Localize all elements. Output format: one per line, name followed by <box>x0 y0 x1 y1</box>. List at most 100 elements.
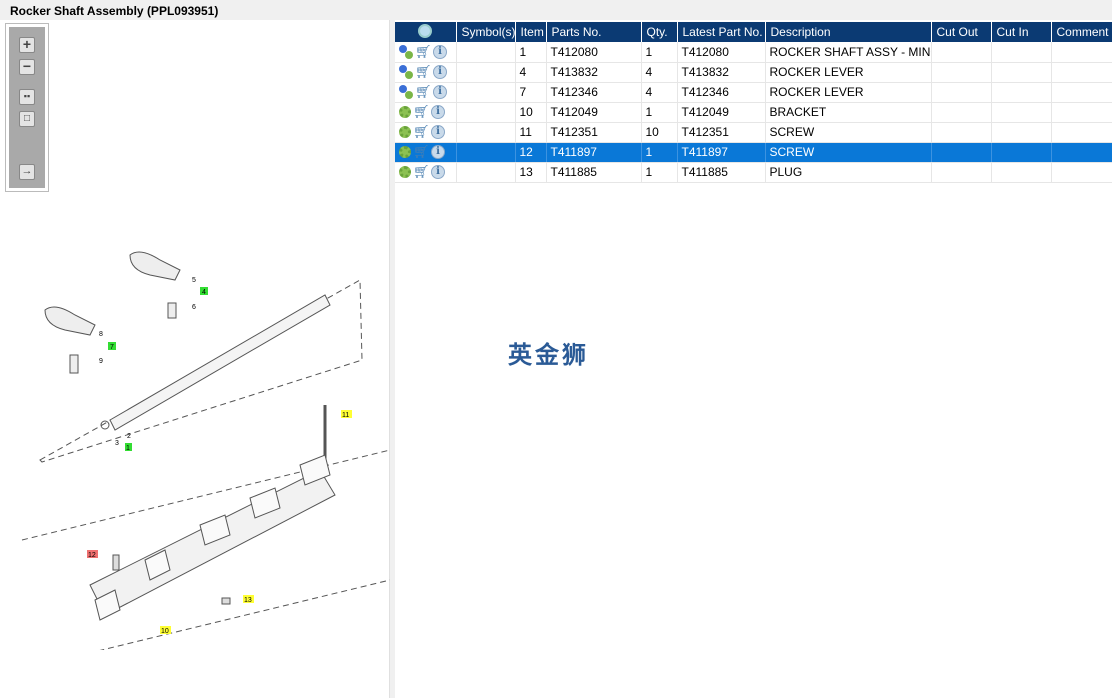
callout-7[interactable]: 7 <box>110 344 114 351</box>
info-icon[interactable]: i <box>431 105 445 120</box>
cart-icon[interactable]: 🛒︎ <box>413 104 430 120</box>
row-actions: 🛒︎i <box>395 122 457 143</box>
comment-cell[interactable] <box>1051 62 1112 83</box>
info-icon[interactable]: i <box>433 85 447 100</box>
fit-window-button[interactable]: □ <box>19 111 35 127</box>
column-header[interactable]: Cut Out <box>931 22 992 42</box>
cut-in-cell <box>991 62 1052 83</box>
comment-cell[interactable] <box>1051 162 1112 183</box>
column-header-search[interactable] <box>395 22 457 42</box>
cut-out-cell <box>931 102 992 123</box>
description-cell: ROCKER LEVER <box>765 62 932 83</box>
callout-13[interactable]: 13 <box>244 597 252 604</box>
callout-12[interactable]: 12 <box>88 552 96 559</box>
description-cell: BRACKET <box>765 102 932 123</box>
column-header[interactable]: Parts No. <box>546 22 642 42</box>
search-icon[interactable] <box>418 23 433 38</box>
table-row[interactable]: 🛒︎i 1 T412080 1 T412080 ROCKER SHAFT ASS… <box>395 42 1112 63</box>
item-cell: 4 <box>515 62 547 83</box>
gear-icon[interactable] <box>399 126 411 139</box>
gear-icon[interactable] <box>399 146 411 159</box>
column-header[interactable]: Latest Part No. <box>677 22 766 42</box>
table-row[interactable]: 🛒︎i 4 T413832 4 T413832 ROCKER LEVER <box>395 62 1112 83</box>
description-cell: ROCKER LEVER <box>765 82 932 103</box>
gears-icon[interactable] <box>399 65 413 80</box>
item-cell: 13 <box>515 162 547 183</box>
column-header[interactable]: Qty. <box>641 22 678 42</box>
table-row[interactable]: 🛒︎i 11 T412351 10 T412351 SCREW <box>395 122 1112 143</box>
latest-part-cell: T412080 <box>677 42 766 63</box>
cut-in-cell <box>991 82 1052 103</box>
cut-out-cell <box>931 82 992 103</box>
gear-icon[interactable] <box>399 166 411 179</box>
cut-out-cell <box>931 162 992 183</box>
table-row[interactable]: 🛒︎i 10 T412049 1 T412049 BRACKET <box>395 102 1112 123</box>
column-header[interactable]: Symbol(s) <box>456 22 516 42</box>
part-no-cell: T411897 <box>546 142 642 163</box>
watermark: 英金狮 <box>508 342 589 369</box>
latest-part-cell: T413832 <box>677 62 766 83</box>
table-row[interactable]: 🛒︎i 7 T412346 4 T412346 ROCKER LEVER <box>395 82 1112 103</box>
symbols-cell <box>456 122 516 143</box>
panel-splitter[interactable] <box>390 20 395 698</box>
gears-icon[interactable] <box>399 45 413 60</box>
gears-icon[interactable] <box>399 85 413 100</box>
diagram-panel[interactable]: + − ▪▪ □ → 5 6 4 8 9 7 2 <box>0 20 390 698</box>
column-header[interactable]: Comment <box>1051 22 1112 42</box>
row-actions: 🛒︎i <box>395 62 457 83</box>
callout-3: 3 <box>115 440 119 447</box>
info-icon[interactable]: i <box>431 145 445 160</box>
export-button[interactable]: → <box>19 164 35 180</box>
symbols-cell <box>456 162 516 183</box>
fit-all-button[interactable]: ▪▪ <box>19 89 35 105</box>
callout-1[interactable]: 1 <box>126 445 130 452</box>
part-no-cell: T412049 <box>546 102 642 123</box>
callout-5: 5 <box>192 277 196 284</box>
column-header[interactable]: Cut In <box>991 22 1052 42</box>
cut-in-cell <box>991 142 1052 163</box>
cart-icon[interactable]: 🛒︎ <box>415 44 432 60</box>
info-icon[interactable]: i <box>433 65 447 80</box>
callout-10[interactable]: 10 <box>161 628 169 635</box>
description-cell: SCREW <box>765 142 932 163</box>
part-no-cell: T412351 <box>546 122 642 143</box>
cart-icon[interactable]: 🛒︎ <box>413 144 430 160</box>
symbols-cell <box>456 62 516 83</box>
cart-icon[interactable]: 🛒︎ <box>413 164 430 180</box>
zoom-out-button[interactable]: − <box>19 59 35 75</box>
rocker-lever-4 <box>129 251 181 281</box>
info-icon[interactable]: i <box>431 165 445 180</box>
rocker-lever-7 <box>44 306 96 336</box>
comment-cell[interactable] <box>1051 82 1112 103</box>
rocker-shaft <box>109 294 331 431</box>
cut-out-cell <box>931 42 992 63</box>
cut-in-cell <box>991 42 1052 63</box>
qty-cell: 1 <box>641 142 678 163</box>
info-icon[interactable]: i <box>433 45 447 60</box>
cart-icon[interactable]: 🛒︎ <box>413 124 430 140</box>
qty-cell: 4 <box>641 62 678 83</box>
comment-cell[interactable] <box>1051 142 1112 163</box>
table-row[interactable]: 🛒︎i 12 T411897 1 T411897 SCREW <box>395 142 1112 163</box>
comment-cell[interactable] <box>1051 102 1112 123</box>
part-no-cell: T412346 <box>546 82 642 103</box>
zoom-in-button[interactable]: + <box>19 37 35 53</box>
callout-11[interactable]: 11 <box>342 412 349 419</box>
parts-diagram: 5 6 4 8 9 7 2 3 1 11 12 13 10 <box>21 251 390 650</box>
comment-cell[interactable] <box>1051 122 1112 143</box>
column-header[interactable]: Description <box>765 22 932 42</box>
callout-4[interactable]: 4 <box>202 289 206 296</box>
gear-icon[interactable] <box>399 106 411 119</box>
info-icon[interactable]: i <box>431 125 445 140</box>
table-row[interactable]: 🛒︎i 13 T411885 1 T411885 PLUG <box>395 162 1112 183</box>
column-header[interactable]: Item <box>515 22 547 42</box>
qty-cell: 1 <box>641 162 678 183</box>
symbols-cell <box>456 142 516 163</box>
symbols-cell <box>456 82 516 103</box>
cart-icon[interactable]: 🛒︎ <box>415 84 432 100</box>
cut-in-cell <box>991 102 1052 123</box>
qty-cell: 1 <box>641 42 678 63</box>
cart-icon[interactable]: 🛒︎ <box>415 64 432 80</box>
comment-cell[interactable] <box>1051 42 1112 63</box>
